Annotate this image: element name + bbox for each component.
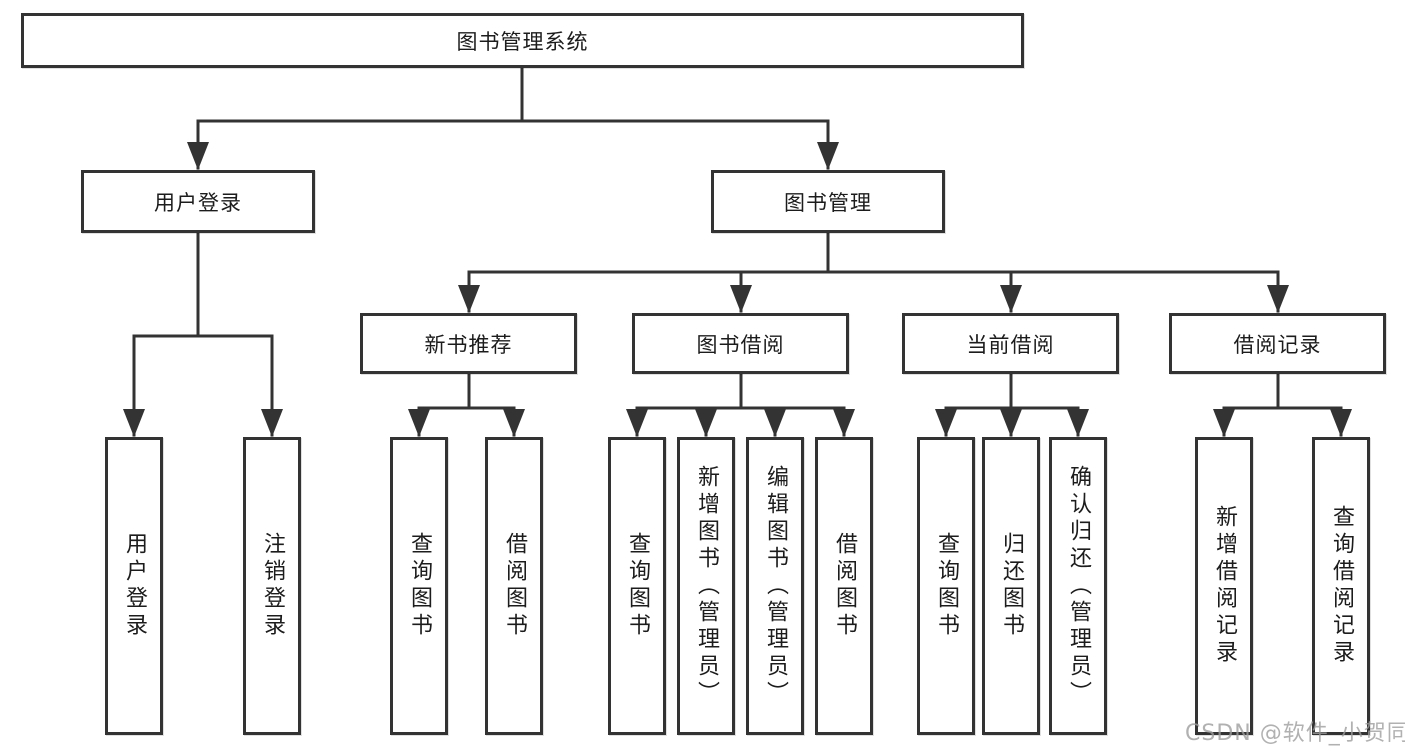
leaf-borrow-books-2: 借阅图书	[815, 437, 873, 735]
leaf-user-login: 用户登录	[105, 437, 163, 735]
node-library-management-system: 图书管理系统	[21, 13, 1024, 68]
connector-book-borrow-to-leaves	[635, 372, 846, 437]
leaf-query-books-1: 查询图书	[390, 437, 448, 735]
node-label: 图书借阅	[696, 332, 785, 357]
node-label: 查询图书	[407, 532, 432, 640]
connector-root-to-level2	[196, 66, 830, 170]
node-label: 新书推荐	[424, 332, 513, 357]
node-label: 新增借阅记录	[1212, 505, 1237, 667]
node-label: 注销登录	[260, 532, 285, 640]
node-label: 用户登录	[154, 190, 242, 215]
node-label: 图书管理	[784, 190, 872, 215]
node-label: 借阅记录	[1233, 332, 1322, 357]
leaf-query-borrow-record: 查询借阅记录	[1312, 437, 1370, 735]
node-label: 编辑图书（管理员）	[763, 464, 788, 708]
node-label: 用户登录	[122, 532, 147, 640]
leaf-confirm-return-admin: 确认归还（管理员）	[1049, 437, 1107, 735]
leaf-add-books-admin: 新增图书（管理员）	[677, 437, 735, 735]
leaf-query-books-2: 查询图书	[608, 437, 666, 735]
node-label: 查询图书	[934, 532, 959, 640]
node-label: 确认归还（管理员）	[1066, 464, 1091, 708]
node-current-borrow: 当前借阅	[902, 313, 1119, 374]
leaf-edit-books-admin: 编辑图书（管理员）	[746, 437, 804, 735]
node-borrow-records: 借阅记录	[1169, 313, 1386, 374]
node-label: 新增图书（管理员）	[694, 464, 719, 708]
node-label: 借阅图书	[832, 532, 857, 640]
node-label: 归还图书	[999, 532, 1024, 640]
leaf-return-books: 归还图书	[982, 437, 1040, 735]
arrowheads	[123, 142, 1352, 437]
leaf-add-borrow-record: 新增借阅记录	[1195, 437, 1253, 735]
leaf-query-books-3: 查询图书	[917, 437, 975, 735]
leaf-logout: 注销登录	[243, 437, 301, 735]
node-label: 借阅图书	[502, 532, 527, 640]
node-label: 当前借阅	[966, 332, 1055, 357]
node-book-borrow: 图书借阅	[632, 313, 849, 374]
leaf-borrow-books-1: 借阅图书	[485, 437, 543, 735]
connector-book-management-to-level3	[467, 231, 1280, 313]
node-label: 查询借阅记录	[1329, 505, 1354, 667]
node-label: 查询图书	[625, 532, 650, 640]
node-book-management: 图书管理	[711, 170, 945, 233]
node-label: 图书管理系统	[456, 29, 589, 54]
node-user-login: 用户登录	[81, 170, 315, 233]
node-new-book-recommend: 新书推荐	[360, 313, 577, 374]
csdn-watermark: CSDN @软件_小贺同学	[1185, 721, 1405, 746]
connector-user-login-to-leaves	[132, 231, 274, 437]
connector-new-book-recommend-to-leaves	[417, 372, 516, 437]
connector-borrow-records-to-leaves	[1222, 372, 1343, 437]
